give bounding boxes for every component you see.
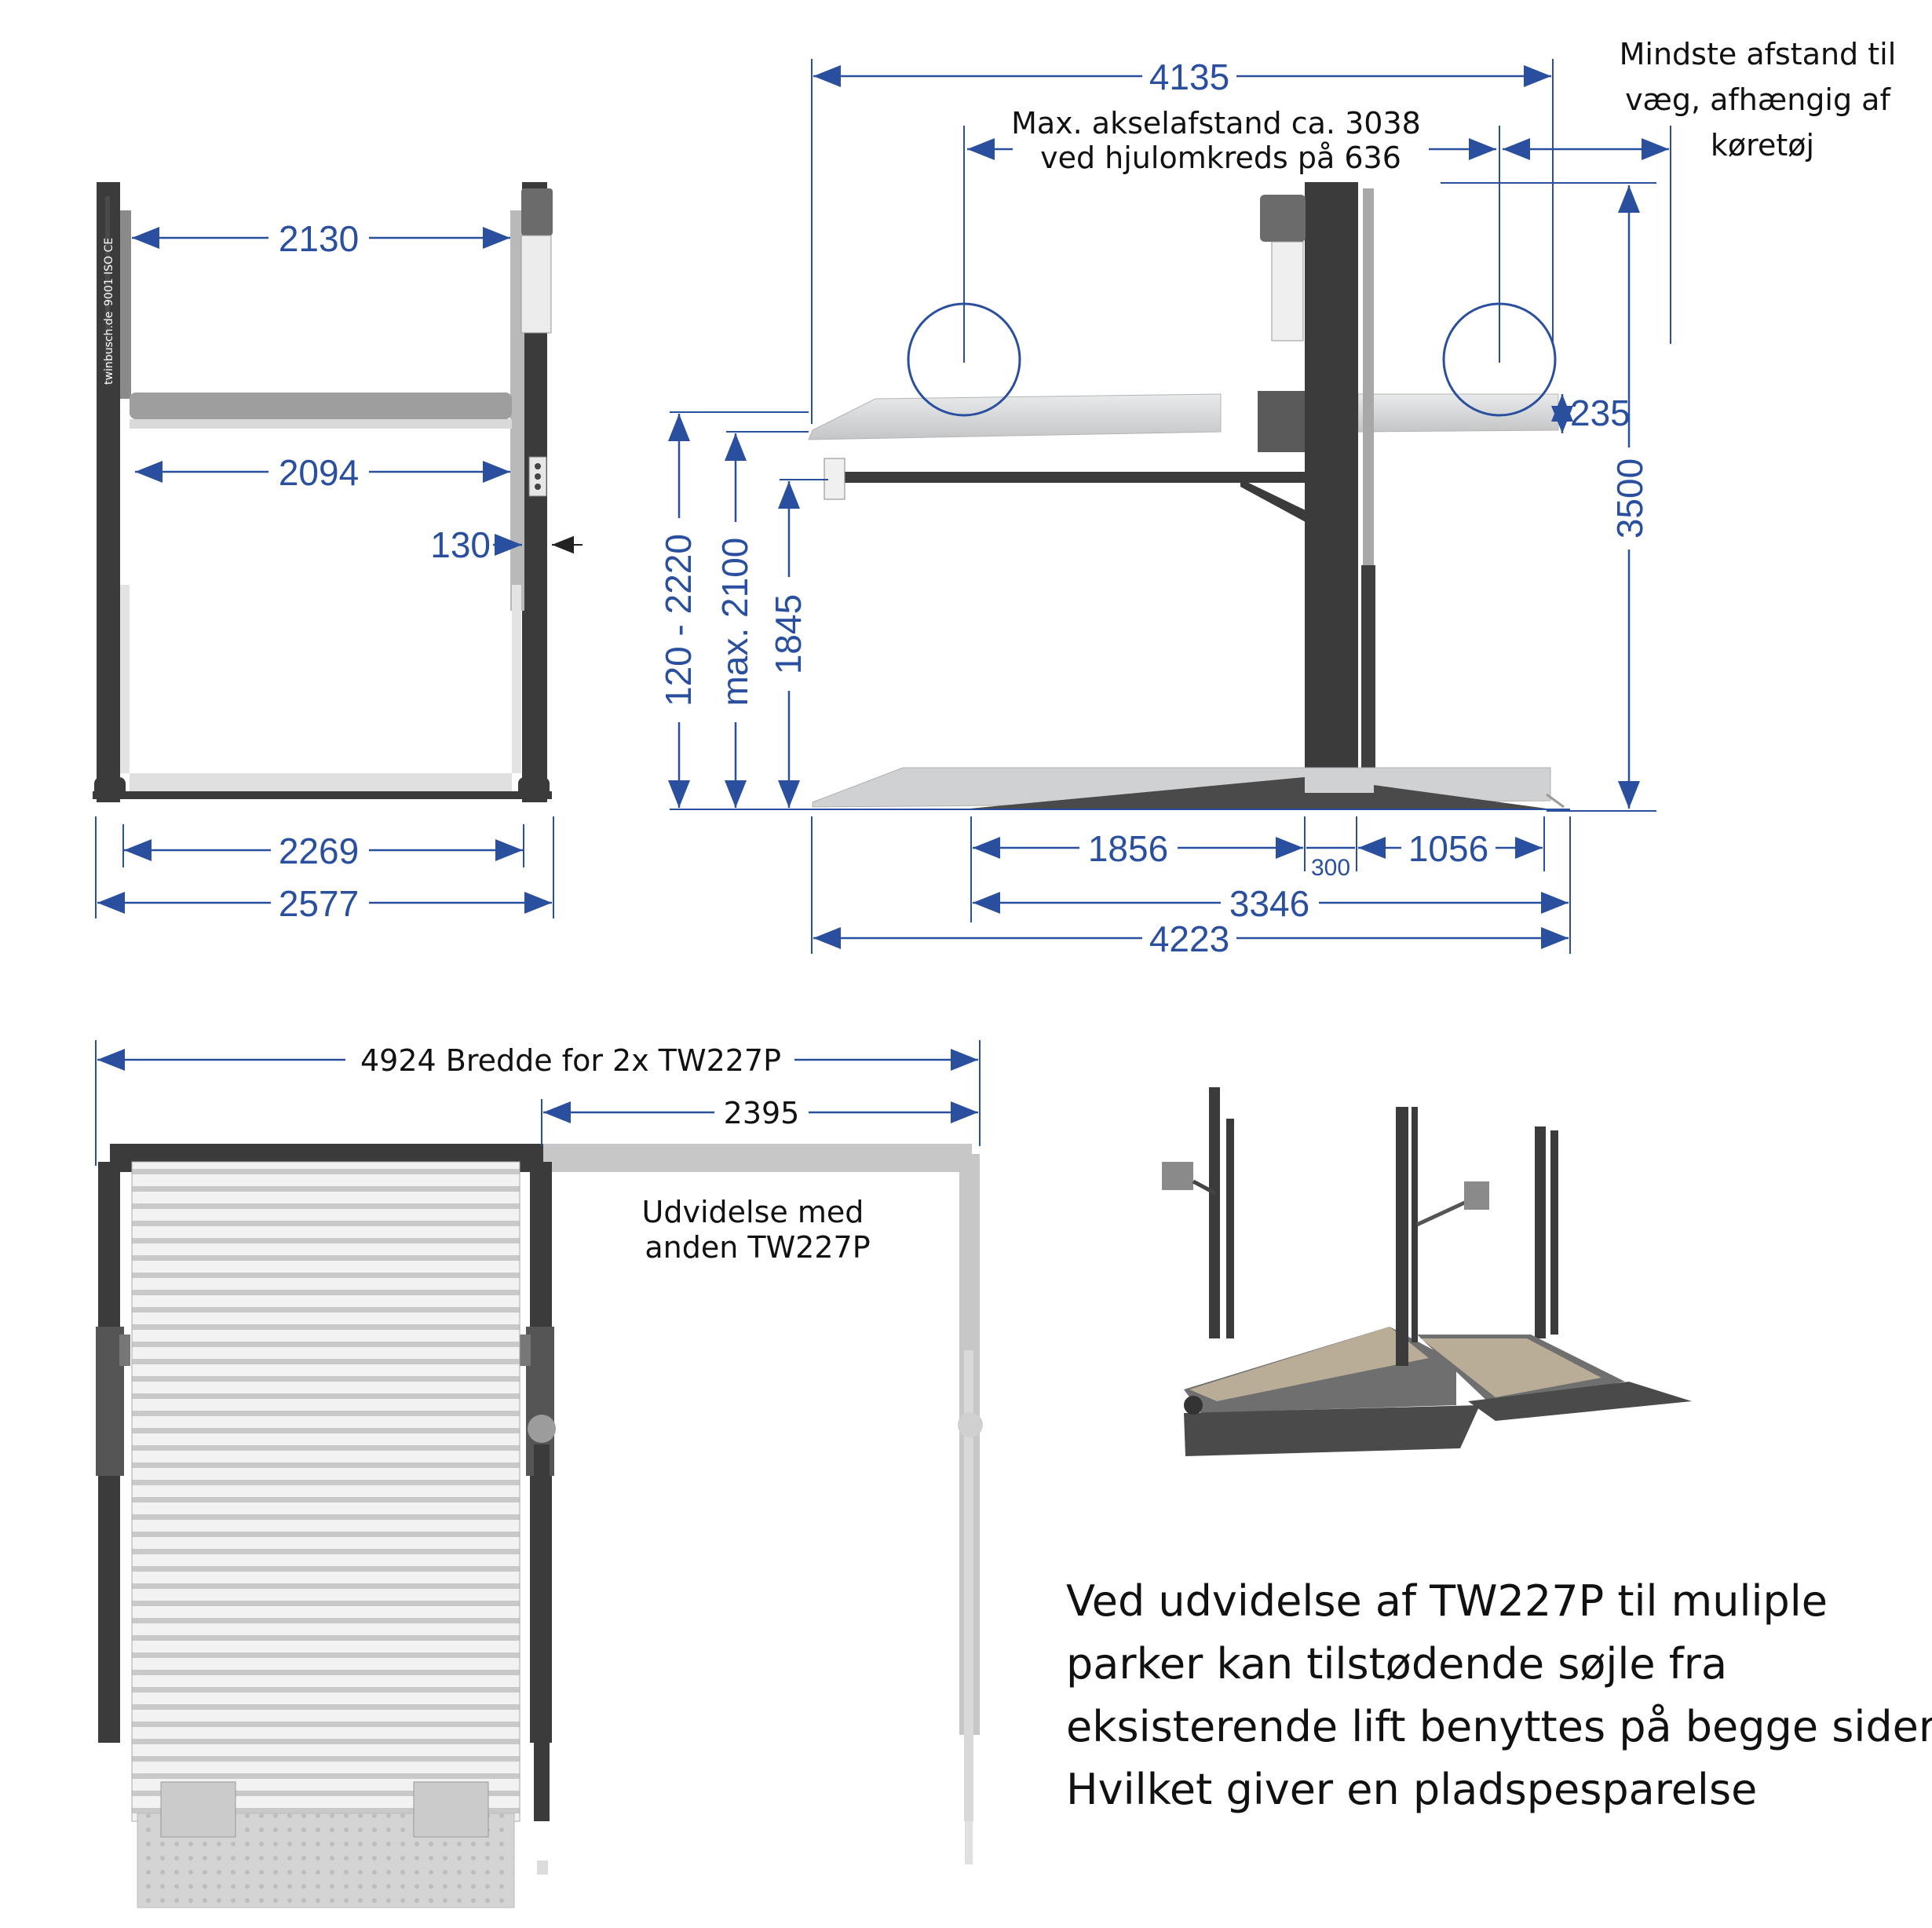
- caption-line4: Hvilket giver en pladspesparelse: [1066, 1765, 1757, 1814]
- wall-note-line1: Mindste afstand til: [1620, 37, 1897, 71]
- main-column: [1305, 182, 1358, 810]
- caption-line1: Ved udvidelse af TW227P til muliple: [1066, 1576, 1828, 1626]
- dim-3500: 3500: [1609, 458, 1650, 539]
- photo-control-left: [1162, 1162, 1193, 1190]
- motor-unit-side: [1260, 195, 1306, 242]
- caption-line2: parker kan tilstødende søjle fra: [1066, 1639, 1727, 1689]
- wall-note-line3: køretøj: [1711, 128, 1814, 162]
- dim-300: 300: [1311, 855, 1350, 881]
- dim-max-2100: max. 2100: [714, 538, 755, 707]
- top-view: 4924 Bredde for 2x TW227P 2395 Udvidelse…: [95, 1040, 983, 1908]
- dim-2130: 2130: [279, 218, 359, 259]
- rear-post: [1363, 188, 1374, 565]
- photo-ramp-right: [1468, 1382, 1692, 1421]
- dim-4135: 4135: [1149, 57, 1229, 97]
- dim-2577: 2577: [279, 883, 359, 924]
- photo-control-right: [1464, 1181, 1489, 1210]
- wheelbase-note-line2: ved hjulomkreds på 636: [1040, 141, 1401, 175]
- motor-unit: [521, 188, 553, 236]
- brand-label: twinbusch.de: [103, 312, 115, 385]
- wall-note-line2: væg, afhængig af: [1625, 82, 1891, 117]
- front-view: twinbusch.de 9001 ISO CE 2130 2094 130 2…: [93, 182, 583, 924]
- extension-note-line2: anden TW227P: [645, 1230, 870, 1265]
- wheelbase-note-line1: Max. akselafstand ca. 3038: [1011, 106, 1421, 141]
- wheel-stop-left: [160, 1781, 236, 1838]
- dim-235: 235: [1570, 393, 1631, 433]
- caption-line3: eksisterende lift benyttes på begge side…: [1066, 1702, 1932, 1751]
- bottom-platform: [130, 773, 512, 794]
- base-plate: [93, 791, 552, 799]
- platform-deck: [131, 1161, 520, 1822]
- dim-4223: 4223: [1149, 918, 1229, 959]
- platform-front-edge: [130, 393, 512, 419]
- extension-note: Udvidelse med anden TW227P: [642, 1195, 874, 1265]
- platform-carriage: [1258, 391, 1305, 452]
- oil-tank-side: [1271, 241, 1304, 341]
- control-arm: [842, 472, 1306, 483]
- wall-distance-note: Mindste afstand til væg, afhængig af kør…: [1620, 37, 1906, 162]
- wheelbase-note: Max. akselafstand ca. 3038 ved hjulomkre…: [1011, 106, 1430, 175]
- wheel-stop-right: [413, 1781, 489, 1838]
- extension-beam: [542, 1144, 972, 1172]
- dim-2395: 2395: [724, 1096, 800, 1130]
- dim-height-range: 120 - 2220: [658, 534, 699, 707]
- cert-label: 9001 ISO CE: [103, 238, 115, 306]
- caption: Ved udvidelse af TW227P til muliple park…: [1066, 1576, 1932, 1814]
- dim-130: 130: [430, 524, 491, 565]
- upper-platform: [808, 393, 1222, 440]
- oil-tank: [520, 235, 552, 334]
- dim-2269: 2269: [279, 831, 359, 871]
- dim-1056: 1056: [1408, 828, 1488, 869]
- extension-note-line1: Udvidelse med: [642, 1195, 864, 1229]
- dim-4924: 4924 Bredde for 2x TW227P: [360, 1043, 781, 1078]
- dim-3346: 3346: [1229, 883, 1309, 924]
- dim-1845: 1845: [768, 594, 809, 674]
- side-view: 4135 Max. akselafstand ca. 3038 ved hjul…: [658, 37, 1906, 959]
- product-photo: [1162, 1087, 1692, 1456]
- dim-2094: 2094: [279, 452, 359, 493]
- photo-ramp-left: [1184, 1405, 1480, 1456]
- dim-1856: 1856: [1088, 828, 1168, 869]
